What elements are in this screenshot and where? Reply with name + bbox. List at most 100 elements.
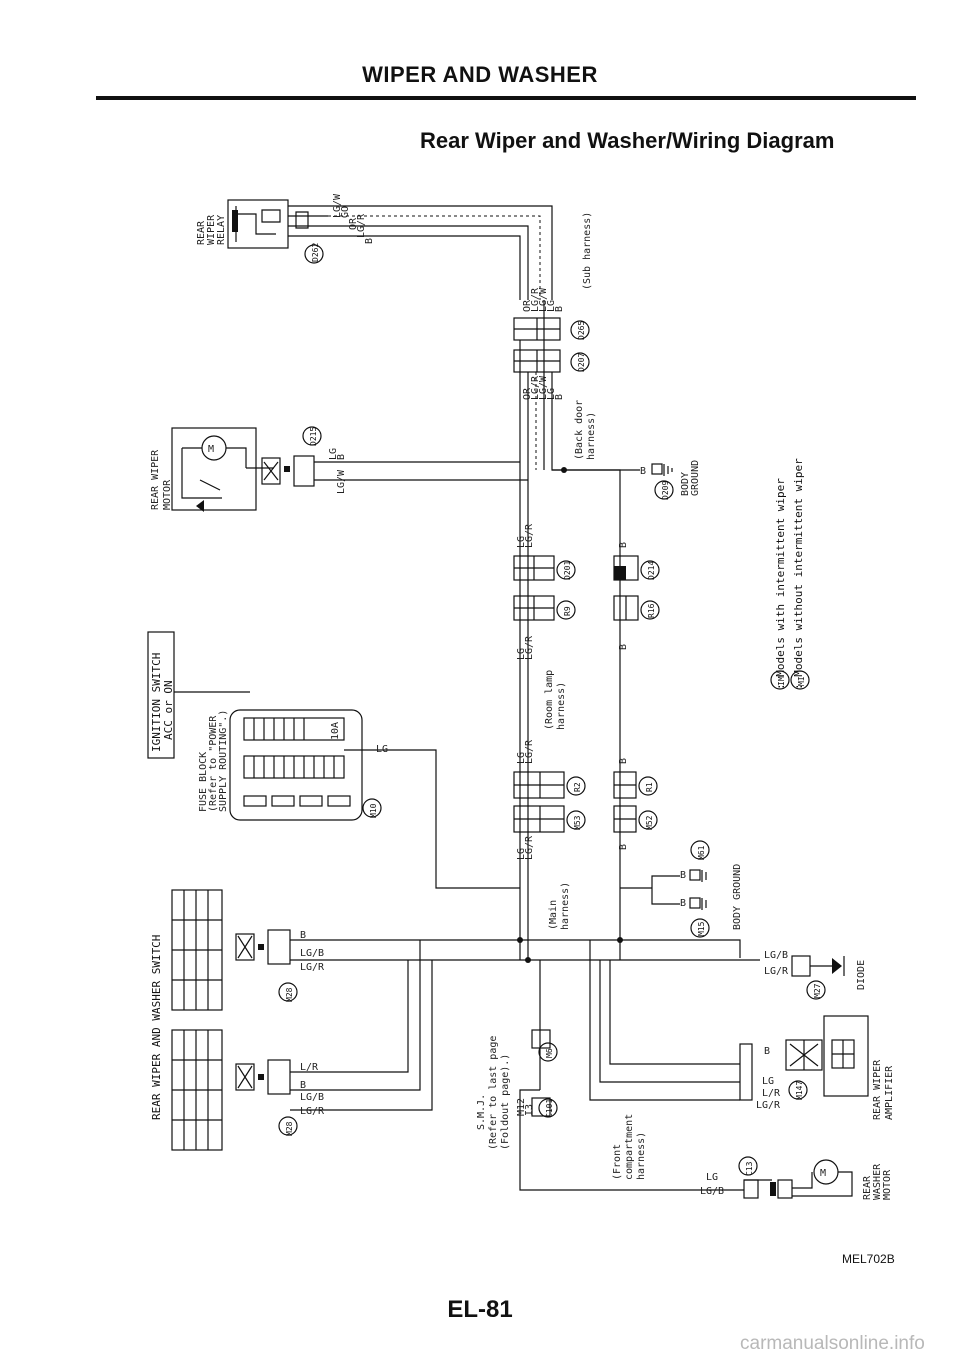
body-ground-d209: B D209 BODY GROUND	[552, 460, 701, 500]
svg-text:(Refer to "POWER: (Refer to "POWER	[208, 715, 219, 812]
connectors-mid: D201 R9 D214 R16 LG LG/R LG LG/R B B (Ro…	[513, 523, 660, 730]
svg-text:LG/W: LG/W	[332, 193, 343, 218]
svg-text:M28: M28	[285, 987, 294, 1002]
relay-label-3: RELAY	[216, 215, 227, 245]
sub-harness-label: (Sub harness)	[582, 212, 593, 290]
svg-text:REAR WIPER AND WASHER SWITCH: REAR WIPER AND WASHER SWITCH	[150, 935, 163, 1120]
svg-text:B: B	[300, 930, 306, 941]
svg-text:: Models with intermittent wip: : Models with intermittent wiper	[774, 478, 787, 690]
svg-text:L/R: L/R	[300, 1062, 319, 1073]
svg-text:harness): harness)	[586, 412, 597, 460]
svg-text:LG: LG	[516, 848, 527, 860]
svg-text:LG/R: LG/R	[524, 635, 535, 660]
svg-text:M27: M27	[813, 983, 822, 998]
svg-text:L/R: L/R	[762, 1088, 781, 1099]
svg-text:M: M	[820, 1168, 826, 1179]
svg-text:D209: D209	[661, 481, 670, 500]
svg-text:LG: LG	[516, 752, 527, 764]
svg-text:B: B	[364, 238, 375, 244]
svg-text:REAR WIPER: REAR WIPER	[150, 449, 161, 510]
rear-washer-motor: M C13 LG LG/B REAR WASHER MOTOR	[700, 1156, 893, 1200]
svg-text:LG: LG	[516, 648, 527, 660]
svg-text:D215: D215	[309, 427, 318, 446]
page-title: WIPER AND WASHER	[362, 62, 598, 87]
svg-text:(Room lamp: (Room lamp	[544, 670, 555, 730]
svg-text:DIODE: DIODE	[856, 960, 867, 990]
ignition-switch: IGNITION SWITCH ACC or ON	[147, 631, 250, 759]
legend: : Models with intermittent wiper : Model…	[770, 458, 810, 690]
svg-text:LG: LG	[376, 744, 388, 755]
svg-text:REAR: REAR	[862, 1175, 873, 1200]
svg-text:LG: LG	[516, 536, 527, 548]
svg-text:LG: LG	[328, 448, 339, 460]
svg-text:GROUND: GROUND	[690, 460, 701, 496]
svg-text:(Back door: (Back door	[574, 400, 585, 460]
svg-text:M: M	[208, 444, 214, 455]
rear-wiper-motor: M REAR WIPER MOTOR D215 LG B LG/W	[150, 426, 528, 512]
svg-text:R9: R9	[563, 606, 572, 616]
svg-text:: Models without intermittent: : Models without intermittent wiper	[792, 458, 805, 690]
svg-text:M10: M10	[369, 803, 378, 818]
rear-wiper-relay: REAR WIPER RELAY D262	[196, 199, 328, 264]
svg-text:(Refer to last page: (Refer to last page	[488, 1036, 499, 1150]
relay-label-2: WIPER	[206, 214, 217, 245]
svg-text:LG/R: LG/R	[524, 835, 535, 860]
svg-text:10A: 10A	[330, 722, 341, 740]
svg-text:LG/R: LG/R	[356, 213, 367, 238]
svg-text:compartment: compartment	[624, 1114, 635, 1180]
connector-d265-d207: D265 D207 OR LG/R LG/W LG B OR LG/R LG/W…	[513, 287, 597, 460]
svg-text:D262: D262	[311, 243, 320, 262]
svg-text:I3: I3	[524, 1104, 535, 1116]
svg-text:B: B	[680, 870, 686, 881]
svg-text:D214: D214	[647, 561, 656, 580]
svg-text:M12: M12	[516, 1098, 527, 1116]
svg-text:LG/B: LG/B	[300, 948, 324, 959]
svg-text:LG/R: LG/R	[300, 962, 325, 973]
svg-text:M28: M28	[285, 1121, 294, 1136]
svg-text:D201: D201	[563, 561, 572, 580]
svg-text:AMPLIFIER: AMPLIFIER	[884, 1065, 895, 1120]
svg-text:LG/R: LG/R	[300, 1106, 325, 1117]
svg-text:LG/R: LG/R	[530, 375, 541, 400]
svg-text:C13: C13	[745, 1161, 754, 1176]
svg-text:LG/R: LG/R	[756, 1100, 781, 1111]
svg-text:IM: IM	[777, 676, 786, 686]
svg-text:harness): harness)	[560, 882, 571, 930]
svg-text:LG/R: LG/R	[524, 739, 535, 764]
svg-text:IGNITION SWITCH: IGNITION SWITCH	[150, 653, 163, 752]
svg-text:B: B	[680, 898, 686, 909]
svg-text:LG/W: LG/W	[538, 287, 549, 312]
top-wires: LG/W GO OR LG/R B (Sub harness)	[328, 193, 593, 300]
svg-text:B: B	[640, 466, 646, 477]
smj: M6 C101 S.M.J. (Refer to last page (Fold…	[476, 960, 700, 1191]
svg-text:B: B	[764, 1046, 770, 1057]
body-ground-m61-m15: B B M61 M15 BODY GROUND	[620, 840, 743, 938]
svg-text:LG/B: LG/B	[764, 950, 788, 961]
svg-text:M6: M6	[545, 1048, 554, 1058]
watermark: carmanualsonline.info	[740, 1333, 925, 1354]
svg-text:OR: OR	[348, 217, 359, 230]
svg-text:M61: M61	[697, 845, 706, 860]
svg-text:REAR WIPER: REAR WIPER	[872, 1059, 883, 1120]
diagram-subtitle: Rear Wiper and Washer/Wiring Diagram	[420, 128, 835, 153]
reference-code: MEL702B	[842, 1252, 895, 1266]
svg-text:B: B	[554, 306, 565, 312]
svg-text:ACC or ON: ACC or ON	[162, 680, 175, 740]
svg-text:M52: M52	[645, 815, 654, 830]
page-number: EL-81	[447, 1296, 513, 1323]
svg-text:BODY GROUND: BODY GROUND	[732, 864, 743, 930]
svg-text:BODY: BODY	[680, 472, 691, 496]
svg-text:MI: MI	[797, 676, 806, 686]
svg-text:D265: D265	[577, 321, 586, 340]
svg-text:R1: R1	[645, 782, 654, 792]
svg-text:SUPPLY ROUTING".): SUPPLY ROUTING".)	[218, 710, 229, 812]
svg-text:(Main: (Main	[548, 900, 559, 930]
svg-text:B: B	[336, 454, 347, 460]
svg-text:LG/R: LG/R	[524, 523, 535, 548]
svg-text:MOTOR: MOTOR	[882, 1169, 893, 1200]
svg-text:B: B	[300, 1080, 306, 1091]
connectors-lower: R2 M53 R1 M52 LG LG/R LG LG/R B B (Main …	[513, 739, 658, 930]
svg-text:LG: LG	[706, 1172, 718, 1183]
svg-text:M147: M147	[795, 1081, 804, 1100]
